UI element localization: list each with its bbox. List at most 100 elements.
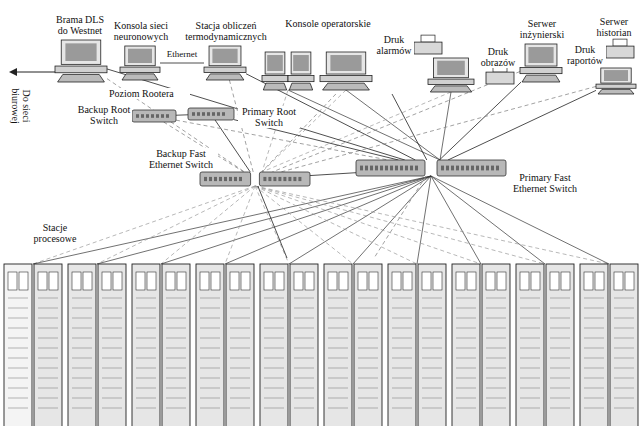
cabinet [4,264,32,426]
cabinet-window [102,272,111,290]
office-link-arrowhead [9,68,17,76]
system-unit [262,76,288,82]
node-icon [55,40,107,82]
cabinet-window [305,272,314,290]
cabinet-window [83,272,92,290]
cabinet-slot [614,298,634,299]
cabinet-slot [200,358,220,359]
cabinet-slot [136,368,156,369]
system-unit [55,66,107,73]
cabinet [580,264,608,426]
cabinet-slot [264,298,284,299]
cabinet-slot [422,308,442,309]
cabinet-slot [614,378,634,379]
switch-port [239,177,242,181]
monitor [291,52,311,74]
cabinet-slot [456,408,476,409]
computer: Konsola sieci neuronowych [120,46,160,80]
cabinet-slot [72,328,92,329]
cabinet-slot [102,398,122,399]
cabinet-slot [200,378,220,379]
cabinet-slot [584,298,604,299]
cabinet-slot [230,368,250,369]
cabinet-slot [456,348,476,349]
cabinet-slot [264,318,284,319]
cabinet-slot [264,328,284,329]
cabinet-window [520,272,529,290]
cabinet-slot [358,378,378,379]
switch-box [356,160,425,176]
switch-port [234,177,237,181]
cabinet-window [147,272,156,290]
switch-port [380,166,383,171]
cabinet-slot [550,348,570,349]
switch-port [146,114,149,118]
switch-port [390,166,393,171]
cabinet-window [241,272,250,290]
node-label: Stacja obliczeń termodynamicznych [182,20,270,42]
switch-port [273,177,276,181]
cabinet [546,264,574,426]
system-unit [204,67,246,72]
printer-body [414,42,442,54]
cabinet-slot [72,308,92,309]
cabinet-slot [614,338,634,339]
cabinet-slot [8,298,28,299]
cabinet-slot [72,318,92,319]
monitor [61,40,101,64]
cabinet-slot [456,398,476,399]
cabinet-slot [550,388,570,389]
keyboard [206,74,244,80]
switch-port [298,177,301,181]
printer-body [606,46,634,58]
cabinet-slot [230,408,250,409]
keyboard [430,86,471,92]
root-switch: Backup Root Switch [132,110,176,122]
cabinet-window [433,272,442,290]
cabinet-slot [550,408,570,409]
cabinet-slot [294,388,314,389]
node-icon [120,46,160,80]
cabinet-window [8,272,17,290]
system-unit [428,79,474,84]
cabinet-slot [550,398,570,399]
cabinet [132,264,160,426]
computer: Stacja obliczeń termodynamicznych [204,46,246,80]
cabinet-slot [166,308,186,309]
cabinet-slot [550,358,570,359]
cabinet-slot [136,308,156,309]
cabinet-window [497,272,506,290]
switch-port [224,177,227,181]
system-unit [520,68,562,74]
switch-box [200,172,251,186]
monitor [434,58,469,78]
cabinet-slot [584,388,604,389]
cabinet-slot [200,318,220,319]
network-link [310,173,356,176]
cabinet-slot [166,338,186,339]
cabinet-slot [456,328,476,329]
cabinet [34,264,62,426]
cabinet-slot [230,388,250,389]
cabinet-slot [72,358,92,359]
cabinet-slot [328,388,348,389]
cabinet-slot [72,398,92,399]
cabinet-slot [392,408,412,409]
cabinet-slot [520,378,540,379]
cabinet-slot [166,328,186,329]
switch-port [166,114,169,118]
cabinet-window [467,272,476,290]
cabinet-slot [200,368,220,369]
screen [267,55,283,71]
switch-port [451,166,454,171]
cabinet-slot [294,378,314,379]
switch-port [136,114,139,118]
cabinet-slot [8,328,28,329]
cabinet-slot [520,388,540,389]
system-unit [120,67,160,72]
cabinet-window [19,272,28,290]
cabinet-slot [422,378,442,379]
cabinet-slot [392,368,412,369]
cabinet-slot [166,408,186,409]
